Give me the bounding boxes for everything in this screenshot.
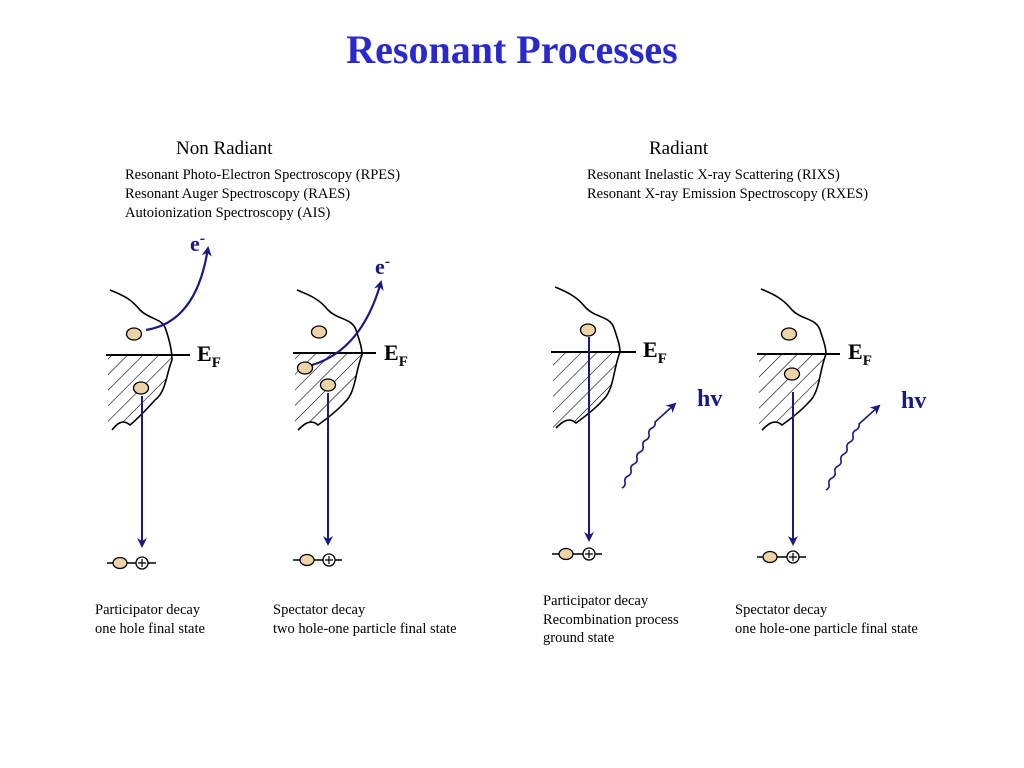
caption-line: Participator decay xyxy=(95,602,201,618)
excited-electron xyxy=(125,327,143,341)
electron-label: e- xyxy=(190,230,205,256)
page-title: Resonant Processes xyxy=(346,27,678,72)
photon-wave-arrow xyxy=(825,404,881,491)
excited-electron xyxy=(780,327,798,341)
fermi-label: EF xyxy=(197,341,221,371)
radiant-methods: Resonant Inelastic X-ray Scattering (RIX… xyxy=(587,166,868,204)
excited-electron xyxy=(310,325,328,339)
caption-panel-4: Spectator decay one hole-one particle fi… xyxy=(735,601,918,638)
radiant-heading: Radiant xyxy=(649,138,709,159)
fermi-label: EF xyxy=(643,337,667,367)
caption-line: one hole final state xyxy=(95,620,205,637)
core-electron xyxy=(558,547,574,561)
core-electron xyxy=(112,556,128,570)
method-line: Resonant Auger Spectroscopy (RAES) xyxy=(125,186,351,202)
plus-glyph xyxy=(138,559,146,567)
method-line: Resonant Inelastic X-ray Scattering (RIX… xyxy=(587,167,840,183)
panel-nonradiant-spectator: EF e- xyxy=(293,253,408,567)
valence-electron xyxy=(296,361,314,375)
electron-label: e- xyxy=(375,253,390,279)
plus-glyph xyxy=(585,550,593,558)
emitted-electron-arrow xyxy=(311,280,384,367)
caption-line: Spectator decay xyxy=(735,602,828,618)
core-electron xyxy=(299,553,315,567)
caption-line: one hole-one particle final state xyxy=(735,620,918,637)
caption-line: Recombination process xyxy=(543,611,679,628)
caption-panel-3: Participator decay Recombination process… xyxy=(543,592,679,648)
core-electron xyxy=(762,550,778,564)
photon-wave-arrow xyxy=(621,402,677,489)
method-line: Autoionization Spectroscopy (AIS) xyxy=(125,205,331,221)
plus-glyph xyxy=(789,553,797,561)
method-line: Resonant Photo-Electron Spectroscopy (RP… xyxy=(125,167,401,183)
valence-electron xyxy=(783,367,801,381)
panel-radiant-participator: EF hv xyxy=(551,286,722,561)
plus-glyph xyxy=(325,556,333,564)
fermi-label: EF xyxy=(848,339,872,369)
caption-panel-1: Participator decay one hole final state xyxy=(95,601,205,638)
caption-line: ground state xyxy=(543,630,615,646)
method-line: Resonant X-ray Emission Spectroscopy (RX… xyxy=(587,186,869,202)
non-radiant-heading: Non Radiant xyxy=(176,138,273,159)
non-radiant-methods: Resonant Photo-Electron Spectroscopy (RP… xyxy=(125,166,400,223)
caption-line: Participator decay xyxy=(543,593,649,609)
photon-label: hv xyxy=(697,386,722,412)
caption-panel-2: Spectator decay two hole-one particle fi… xyxy=(273,601,457,638)
emitted-electron-arrow xyxy=(145,246,212,332)
valence-electron xyxy=(132,381,150,395)
fermi-label: EF xyxy=(384,340,408,370)
panel-radiant-spectator: EF hv xyxy=(757,288,926,564)
excited-electron xyxy=(579,323,597,337)
valence-electron xyxy=(319,378,337,392)
panel-nonradiant-participator: EF e- xyxy=(106,230,221,570)
photon-label: hv xyxy=(901,388,926,414)
filled-band xyxy=(553,352,620,428)
caption-line: Spectator decay xyxy=(273,602,366,618)
caption-line: two hole-one particle final state xyxy=(273,620,457,637)
